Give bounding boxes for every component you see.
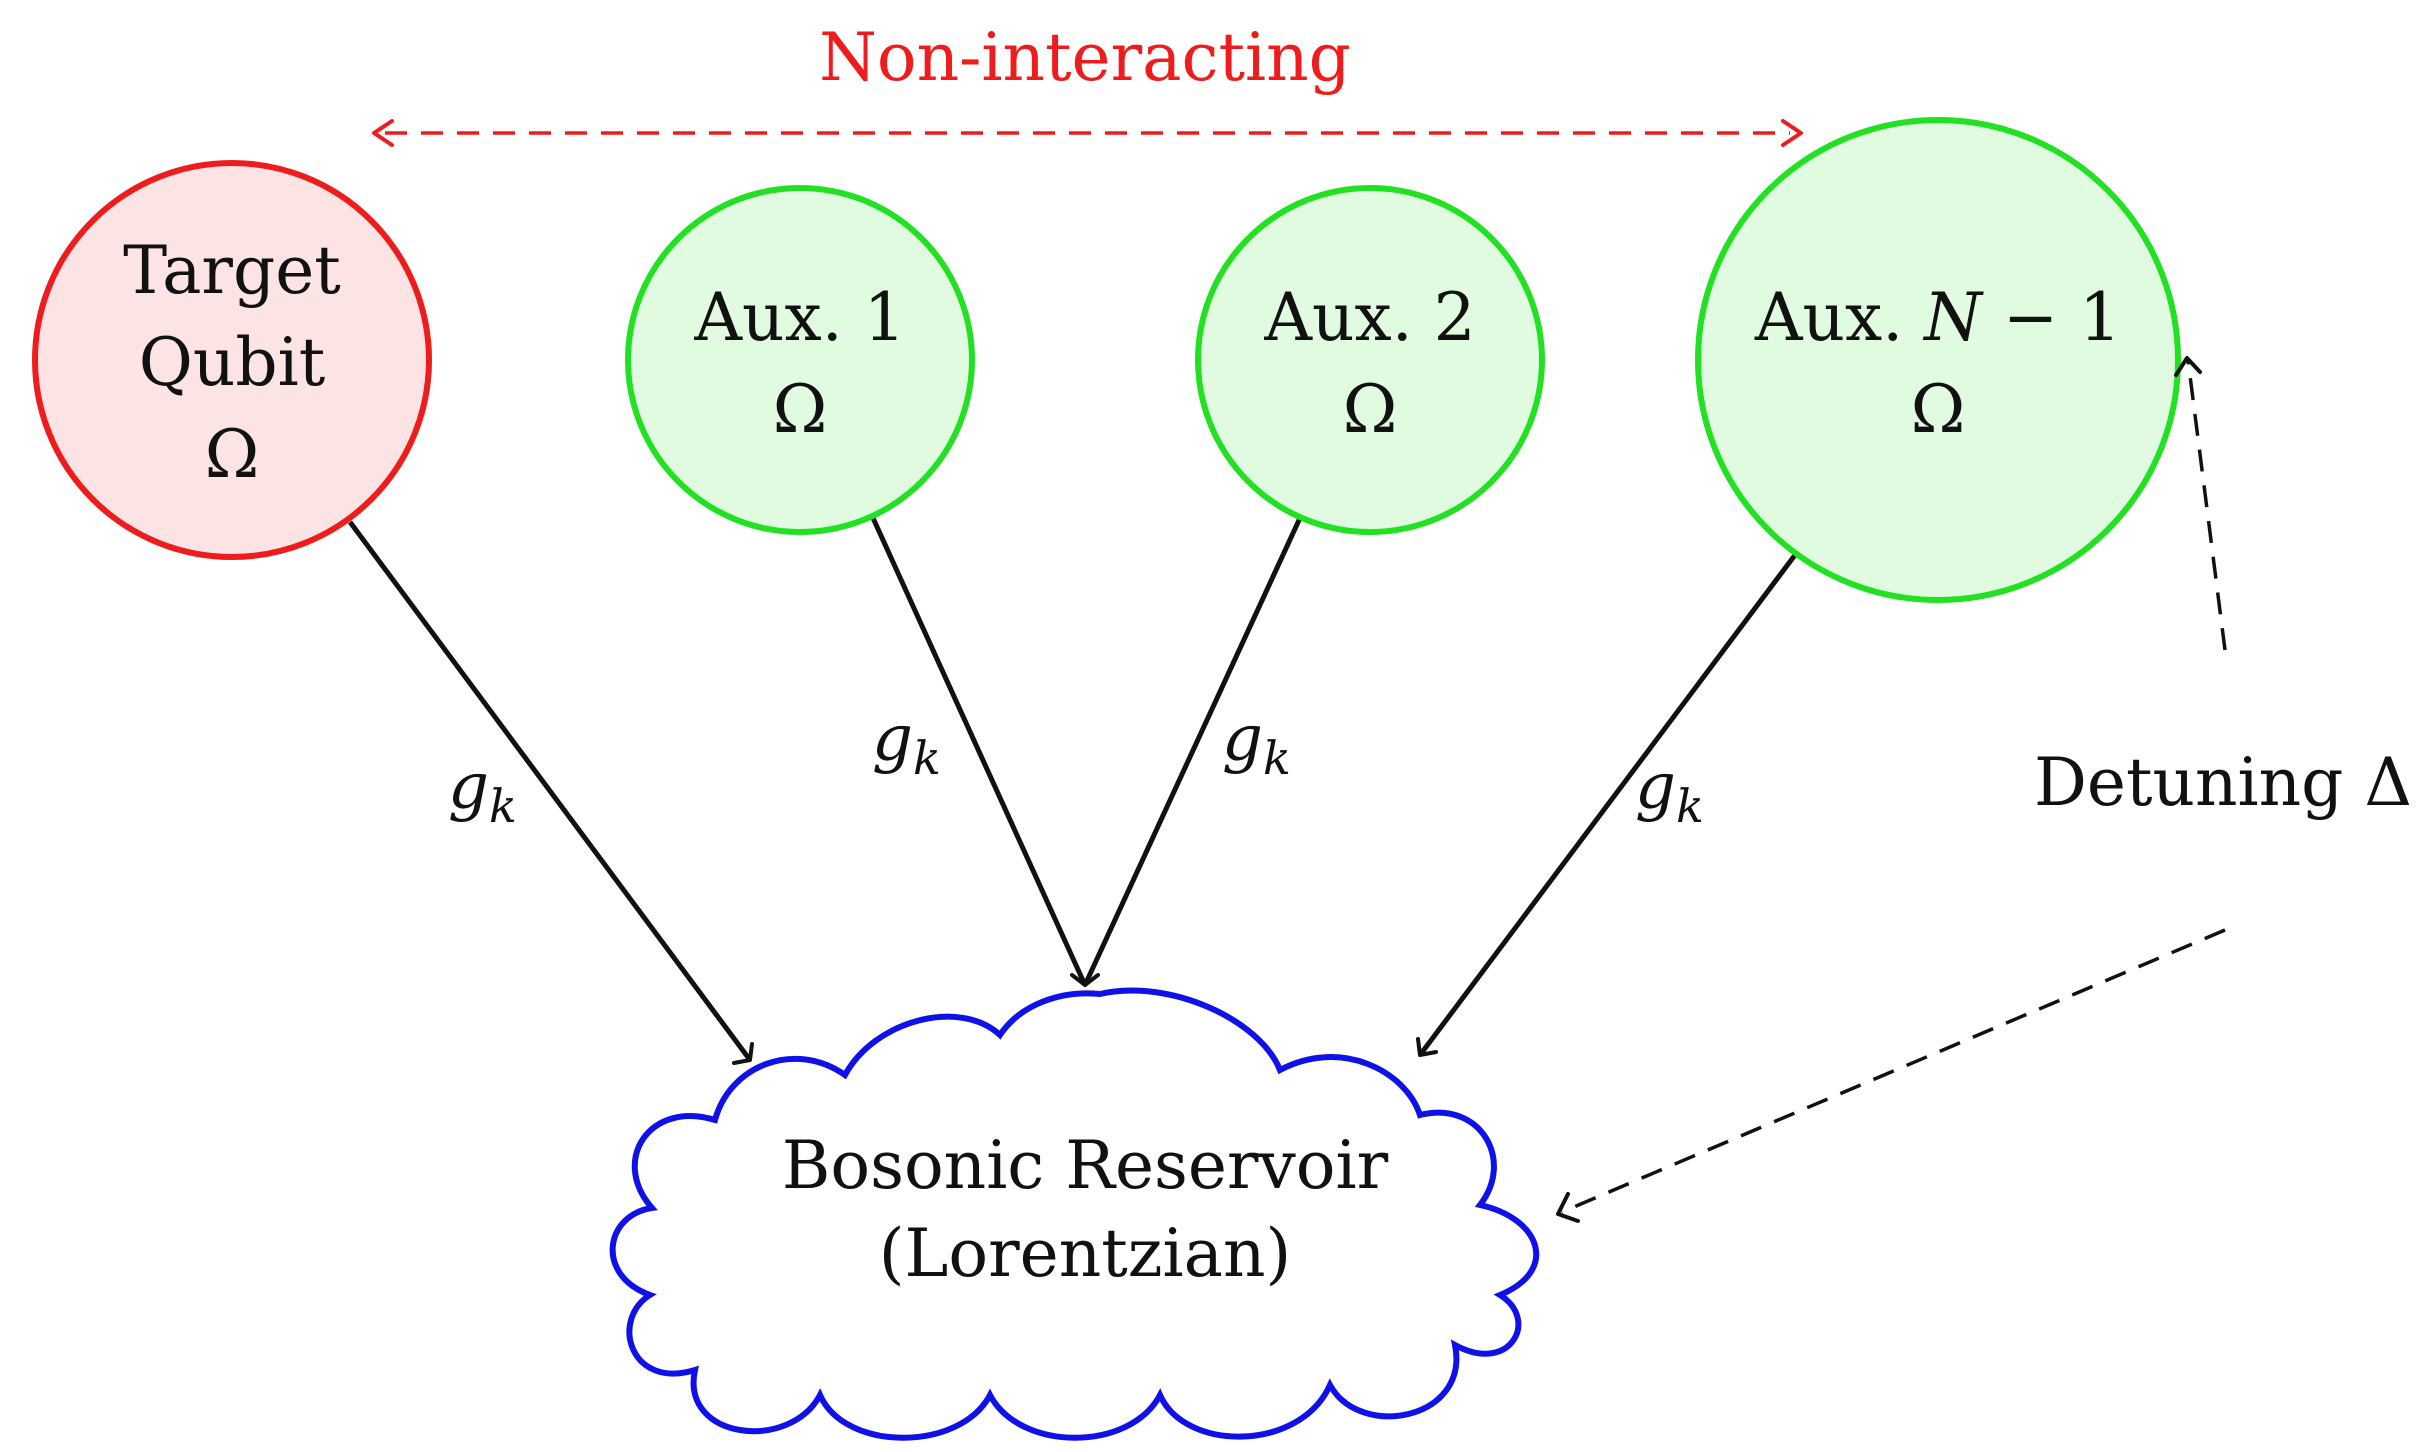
non-interacting-arrow — [372, 119, 1803, 147]
detuning-arrowhead-down — [1556, 1192, 1580, 1223]
target-label-omega: Ω — [205, 416, 260, 493]
detuning-dashed-line-down — [1561, 928, 2226, 1214]
aux2-label-omega: Ω — [1343, 371, 1398, 448]
target-label-line2: Qubit — [139, 324, 326, 401]
coupling-label-target: gk — [448, 750, 517, 833]
coupling-line-aux2 — [1082, 516, 1303, 987]
detuning-label: Detuning Δ — [2034, 744, 2412, 821]
detuning-arrow-up — [2174, 356, 2227, 651]
coupling-auxn — [1416, 553, 1797, 1057]
coupling-line-target — [347, 520, 753, 1062]
reservoir-label-line1: Bosonic Reservoir — [782, 1127, 1389, 1204]
auxn-label-omega: Ω — [1911, 371, 1966, 448]
coupling-label-aux1: gk — [872, 702, 941, 785]
coupling-arrowhead-aux2 — [1076, 968, 1100, 987]
aux-n-minus-1-circle — [1695, 117, 2181, 603]
detuning-dashed-line-up — [2186, 359, 2227, 651]
auxn-label-line1: Aux. N − 1 — [1754, 279, 2121, 356]
coupling-target — [347, 520, 754, 1065]
aux2-label-line1: Aux. 2 — [1263, 279, 1475, 356]
target-qubit-circle — [32, 160, 432, 560]
coupling-aux2 — [1076, 516, 1303, 987]
coupling-arrowhead-auxn — [1416, 1037, 1438, 1057]
reservoir-label-line2: (Lorentzian) — [879, 1215, 1291, 1292]
aux2-circle — [1195, 185, 1545, 535]
aux1-label-line1: Aux. 1 — [693, 279, 905, 356]
coupling-line-auxn — [1418, 553, 1797, 1057]
aux1-label-omega: Ω — [773, 371, 828, 448]
coupling-line-aux1 — [870, 516, 1088, 987]
aux1-circle — [625, 185, 975, 535]
coupling-arrowhead-target — [732, 1042, 754, 1065]
non-interacting-arrowhead-right — [1781, 119, 1803, 147]
coupling-label-aux2: gk — [1222, 702, 1291, 785]
coupling-label-auxn: gk — [1635, 750, 1704, 833]
detuning-arrowhead-up — [2174, 356, 2202, 377]
target-label-line1: Target — [123, 232, 341, 309]
bosonic-reservoir-cloud — [609, 987, 1540, 1441]
non-interacting-arrowhead-left — [372, 119, 394, 147]
non-interacting-label: Non-interacting — [819, 19, 1351, 96]
detuning-arrow-down — [1556, 928, 2226, 1223]
